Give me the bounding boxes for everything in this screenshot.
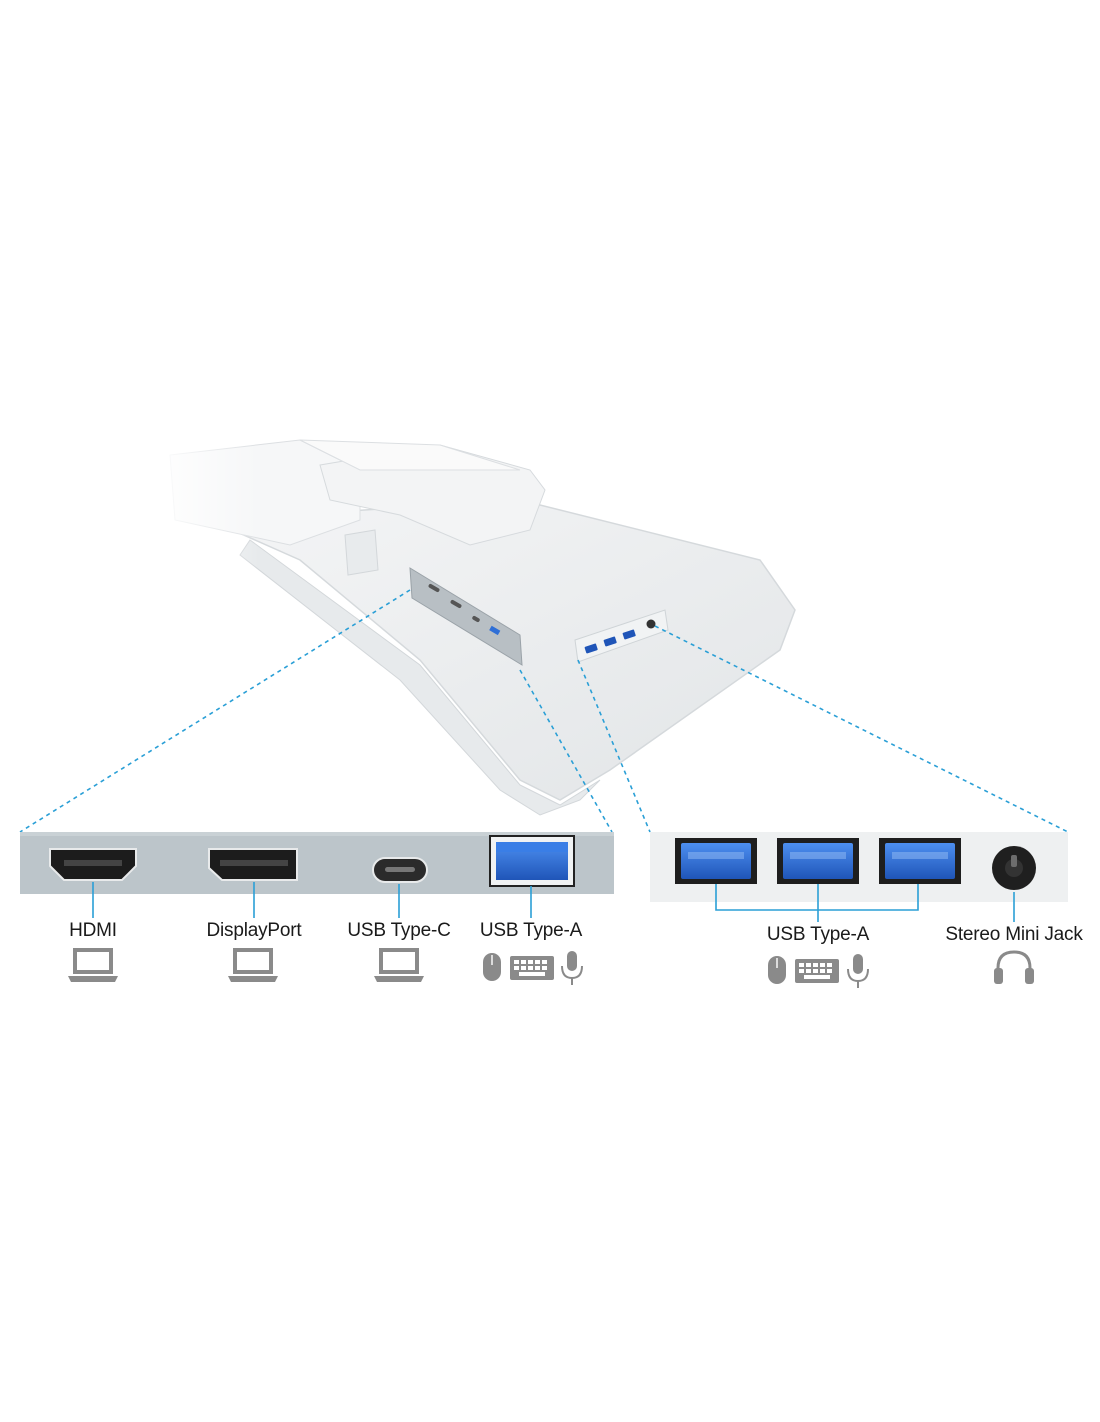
displayport-port (208, 848, 298, 881)
laptop-icon (374, 948, 424, 982)
hdmi-label: HDMI (69, 920, 117, 941)
rear-port-panel (20, 832, 614, 918)
usb-type-a-rear-label: USB Type-A (479, 920, 583, 941)
laptop-icon (68, 948, 118, 982)
usb-a-port-side-3 (879, 838, 961, 884)
hdmi-port (49, 848, 137, 881)
usb-c-port (372, 857, 428, 883)
usb-a-port-side-1 (675, 838, 757, 884)
microphone-icon (561, 951, 583, 985)
mouse-icon (483, 953, 501, 981)
displayport-label: DisplayPort (206, 920, 302, 941)
side-port-panel (650, 832, 1068, 922)
keyboard-icon (510, 956, 554, 980)
callout-lines (19, 589, 1069, 833)
headphones-icon (994, 950, 1034, 984)
usb-type-c-label: USB Type-C (347, 920, 451, 941)
usb-a-port-rear (489, 835, 575, 887)
usb-type-a-side-label: USB Type-A (766, 924, 870, 945)
stereo-mini-jack-label: Stereo Mini Jack (945, 924, 1083, 945)
monitor-body (150, 430, 796, 816)
usb-a-port-side-2 (777, 838, 859, 884)
microphone-icon (847, 954, 869, 988)
laptop-icon (228, 948, 278, 982)
stereo-jack-port (992, 846, 1036, 890)
mouse-icon (768, 956, 786, 984)
keyboard-icon (795, 959, 839, 983)
